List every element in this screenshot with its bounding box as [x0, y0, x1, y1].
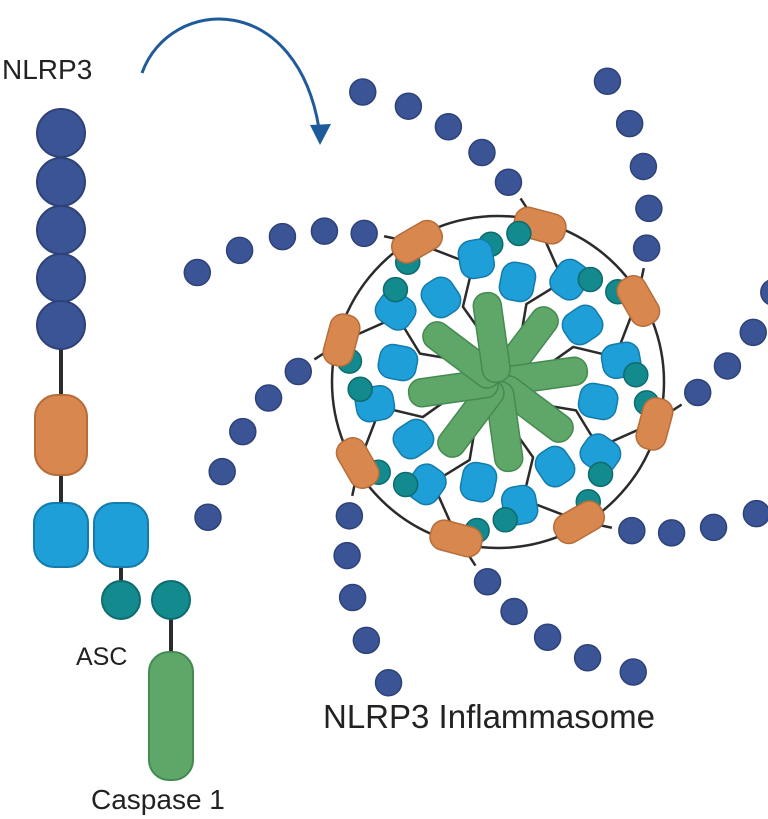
lrr-domain	[629, 152, 658, 181]
nlrp3-pyd-domain	[33, 502, 89, 568]
caspase1-rod	[472, 291, 511, 384]
lrr-domain	[374, 668, 403, 697]
pyd-domain	[457, 238, 496, 280]
lrr-domain	[36, 300, 86, 350]
lrr-domain	[349, 78, 377, 106]
lrr-domain	[713, 352, 742, 380]
nacht-domain	[616, 274, 661, 328]
lrr-domain	[618, 516, 646, 545]
lrr-domain	[350, 219, 378, 248]
pyd-domain	[392, 418, 435, 460]
asc-label: ASC	[76, 643, 128, 671]
lrr-domain	[657, 519, 686, 547]
lrr-domain	[615, 109, 644, 138]
lrr-domain	[208, 457, 236, 486]
lrr-domain	[619, 658, 647, 686]
nlrp3-monomer	[33, 108, 194, 781]
lrr-domain	[36, 253, 86, 303]
lrr-domain	[699, 513, 728, 542]
pyd-domain	[459, 461, 498, 503]
nacht-domain	[322, 313, 361, 367]
card-domain	[382, 276, 409, 303]
lrr-domain	[473, 567, 502, 596]
lrr-domain	[593, 67, 622, 96]
lrr-domain	[760, 279, 768, 305]
nlrp3-label: NLRP3	[2, 54, 93, 85]
pyd-domain	[561, 304, 604, 346]
lrr-domain	[36, 205, 86, 255]
lrr-domain	[229, 417, 257, 446]
asc-pyd-domain	[93, 502, 149, 568]
card-domain	[587, 461, 614, 488]
lrr-domain	[573, 644, 602, 672]
asc-card-domain	[101, 580, 141, 620]
lrr-domain	[194, 503, 222, 531]
pyd-domain	[498, 261, 537, 303]
assembly-arrow	[140, 17, 322, 136]
card-domain	[577, 266, 604, 293]
lrr-domain	[268, 222, 297, 251]
lrr-domain	[284, 357, 313, 386]
lrr-domain	[742, 499, 768, 528]
pyd-domain	[377, 343, 419, 382]
outer-linker-ring	[330, 214, 666, 550]
caspase1	[148, 651, 194, 781]
nacht-domain	[390, 219, 444, 264]
lrr-domain	[352, 626, 381, 655]
lrr-domain	[632, 234, 661, 262]
lrr-domain	[36, 108, 86, 158]
nacht-domain	[335, 436, 380, 490]
assembly-arrowhead	[310, 124, 331, 145]
card-domain	[347, 376, 373, 402]
pyd-domain	[420, 276, 462, 319]
lrr-domain	[434, 113, 463, 141]
pyd-domain	[534, 445, 576, 488]
lrr-domain	[183, 258, 212, 287]
card-domain	[623, 362, 649, 388]
lrr-domain	[310, 217, 339, 245]
card-domain	[506, 220, 532, 247]
caspase1-card-domain	[151, 580, 191, 620]
lrr-domain	[394, 92, 423, 120]
lrr-domain	[338, 583, 367, 612]
caspase1-label: Caspase 1	[91, 784, 225, 815]
lrr-domain	[254, 384, 283, 412]
nacht-domain	[34, 394, 88, 476]
nacht-domain	[635, 397, 674, 451]
lrr-domain	[683, 378, 712, 407]
lrr-domain	[36, 157, 86, 207]
card-domain	[392, 471, 419, 498]
lrr-domain	[494, 168, 523, 197]
nacht-domain	[429, 519, 483, 558]
lrr-domain	[500, 597, 528, 626]
inflammasome-label: NLRP3 Inflammasome	[323, 698, 655, 735]
lrr-domain	[533, 623, 562, 651]
lrr-domain	[225, 236, 254, 265]
nacht-domain	[552, 500, 606, 545]
lrr-domain	[468, 138, 496, 167]
inflammasome-ring	[183, 67, 768, 697]
lrr-domain	[635, 194, 663, 223]
card-domain	[492, 507, 518, 533]
caspase1-core	[407, 291, 589, 473]
lrr-domain	[335, 502, 364, 530]
lrr-domain	[739, 318, 767, 347]
pyd-domain	[577, 382, 619, 421]
lrr-domain	[333, 541, 361, 570]
